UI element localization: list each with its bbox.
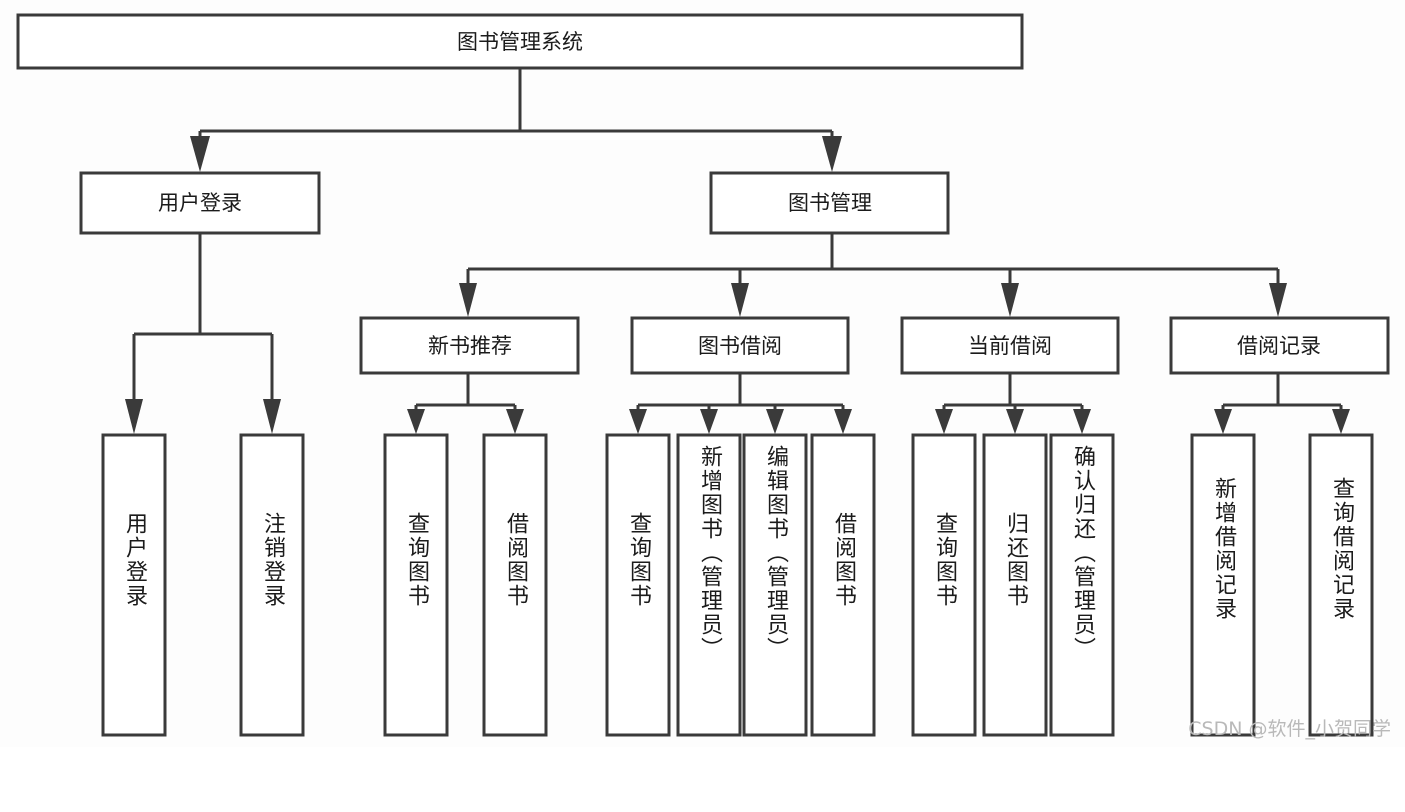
node-root-system-label: 图书管理系统: [457, 30, 583, 54]
node-book-borrow-box: [630, 316, 850, 375]
node-new-book-recommend-box: [359, 316, 580, 375]
leaf-add-record-box[interactable]: [1190, 433, 1256, 737]
node-user-login-label: 用户登录: [158, 191, 242, 215]
connector-layer: [125, 68, 1350, 434]
leaf-confirm-return-box[interactable]: [1049, 433, 1115, 737]
arrow-to-current-borrow: [1001, 283, 1019, 317]
leaf-query-book-2-box[interactable]: [605, 433, 671, 737]
leaf-user-login-box[interactable]: [101, 433, 167, 737]
node-user-login[interactable]: 用户登录: [79, 171, 321, 235]
leaf-query-record-box[interactable]: [1308, 433, 1374, 737]
node-borrow-record-label: 借阅记录: [1237, 334, 1321, 358]
node-book-management[interactable]: 图书管理: [709, 171, 950, 235]
leaf-edit-book-box[interactable]: [742, 433, 808, 737]
diagram-canvas-root: 图书管理系统 用户登录 图书管理 新书推荐 图书借阅 当前借阅 借阅记录: [16, 13, 1391, 740]
arrow-to-leaf-confirm-return: [1073, 409, 1091, 434]
arrow-to-leaf-borrow-book-1: [506, 409, 524, 434]
leaf-query-book-1-box[interactable]: [383, 433, 449, 737]
arrow-to-leaf-query-book-3: [935, 409, 953, 434]
leaf-box-layer: [101, 433, 1374, 737]
node-new-book-recommend[interactable]: 新书推荐: [359, 316, 580, 375]
hierarchy-diagram: 图书管理系统 用户登录 图书管理 新书推荐 图书借阅 当前借阅 借阅记录: [16, 13, 1390, 737]
arrow-to-leaf-edit-book: [766, 409, 784, 434]
arrow-to-leaf-logout: [263, 399, 281, 434]
node-book-management-box: [709, 171, 950, 235]
arrow-to-leaf-query-record: [1332, 409, 1350, 434]
arrow-to-leaf-query-book-2: [629, 409, 647, 434]
node-new-book-recommend-label: 新书推荐: [428, 334, 512, 358]
arrow-to-leaf-add-record: [1214, 409, 1232, 434]
node-borrow-record-box: [1169, 316, 1390, 375]
node-root-system[interactable]: 图书管理系统: [16, 13, 1024, 70]
node-book-borrow[interactable]: 图书借阅: [630, 316, 850, 375]
arrow-to-new-book-rec: [459, 283, 477, 317]
node-borrow-record[interactable]: 借阅记录: [1169, 316, 1390, 375]
node-user-login-box: [79, 171, 321, 235]
node-root-system-box: [16, 13, 1024, 70]
arrow-to-borrow-record: [1269, 283, 1287, 317]
leaf-logout-box[interactable]: [239, 433, 305, 737]
arrow-to-leaf-query-book-1: [407, 409, 425, 434]
arrow-to-leaf-add-book: [700, 409, 718, 434]
leaf-borrow-book-1-box[interactable]: [482, 433, 548, 737]
arrow-to-user-login: [190, 136, 210, 172]
node-current-borrow[interactable]: 当前借阅: [900, 316, 1120, 375]
leaf-borrow-book-2-box[interactable]: [810, 433, 876, 737]
arrow-to-book-mgmt: [822, 136, 842, 172]
arrow-to-leaf-user-login: [125, 399, 143, 434]
node-book-borrow-label: 图书借阅: [698, 334, 782, 358]
arrow-to-book-borrow: [731, 283, 749, 317]
leaf-add-book-box[interactable]: [676, 433, 742, 737]
arrow-to-leaf-return-book: [1006, 409, 1024, 434]
leaf-query-book-3-box[interactable]: [911, 433, 977, 737]
csdn-watermark: CSDN @软件_小贺同学: [1188, 718, 1391, 740]
node-current-borrow-box: [900, 316, 1120, 375]
leaf-return-book-box[interactable]: [982, 433, 1048, 737]
node-book-management-label: 图书管理: [788, 191, 872, 215]
node-current-borrow-label: 当前借阅: [968, 334, 1052, 358]
arrow-to-leaf-borrow-book-2: [834, 409, 852, 434]
